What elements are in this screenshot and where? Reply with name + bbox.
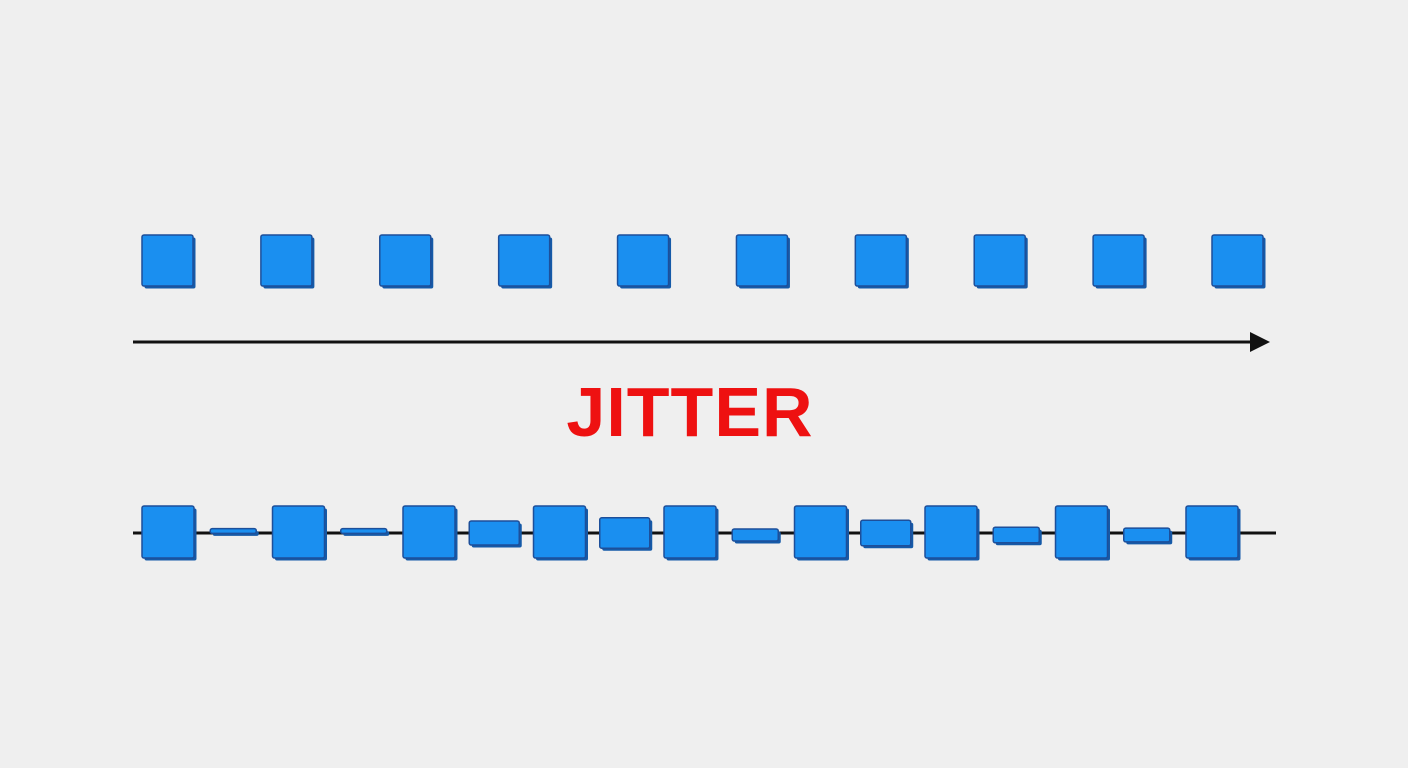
full-packet (532, 505, 588, 561)
packet-face (402, 505, 456, 559)
jittered-packet-row (141, 505, 1241, 561)
packet-face (663, 505, 717, 559)
full-packet (1185, 505, 1241, 561)
full-packet (402, 505, 458, 561)
packet-face (854, 234, 908, 287)
regular-packet (1092, 234, 1147, 289)
regular-packet-row (141, 234, 1266, 289)
compressed-packet (599, 517, 653, 551)
arrowhead-icon (1250, 332, 1270, 352)
regular-packet (379, 234, 434, 289)
compressed-packet (992, 526, 1042, 546)
packet-face (973, 234, 1026, 287)
compressed-packet (1123, 527, 1173, 545)
packet-face (599, 517, 651, 549)
compressed-packet (731, 528, 781, 544)
packet-face (532, 505, 587, 559)
full-packet (793, 505, 849, 561)
packet-face (141, 234, 194, 287)
full-packet (924, 505, 980, 561)
time-axis-arrow (133, 332, 1270, 352)
packet-face (340, 527, 388, 535)
jitter-label: JITTER (566, 373, 814, 451)
regular-packet (260, 234, 315, 289)
packet-face (1092, 234, 1145, 287)
packet-face (616, 234, 670, 287)
compressed-packet (468, 520, 522, 548)
packet-face (1185, 505, 1239, 559)
regular-packet (141, 234, 196, 289)
compressed-packet (209, 527, 259, 536)
packet-face (209, 527, 257, 535)
packet-face (497, 234, 551, 287)
packet-face (379, 234, 432, 287)
packet-face (1123, 527, 1171, 543)
packet-face (1054, 505, 1109, 559)
packet-face (468, 520, 520, 546)
compressed-packet (340, 527, 390, 536)
packet-face (260, 234, 313, 287)
full-packet (1054, 505, 1110, 561)
packet-face (271, 505, 326, 559)
packet-face (141, 505, 195, 559)
packet-face (1211, 234, 1264, 287)
full-packet (271, 505, 327, 561)
compressed-packet (860, 519, 914, 549)
packet-face (793, 505, 848, 559)
full-packet (663, 505, 719, 561)
regular-packet (854, 234, 909, 289)
packet-face (924, 505, 978, 559)
regular-packet (616, 234, 672, 289)
regular-packet (497, 234, 553, 289)
full-packet (141, 505, 197, 561)
packet-face (731, 528, 779, 542)
regular-packet (735, 234, 790, 289)
packet-face (992, 526, 1040, 544)
packet-face (735, 234, 789, 287)
packet-face (860, 519, 912, 547)
regular-packet (1211, 234, 1266, 289)
regular-packet (973, 234, 1028, 289)
